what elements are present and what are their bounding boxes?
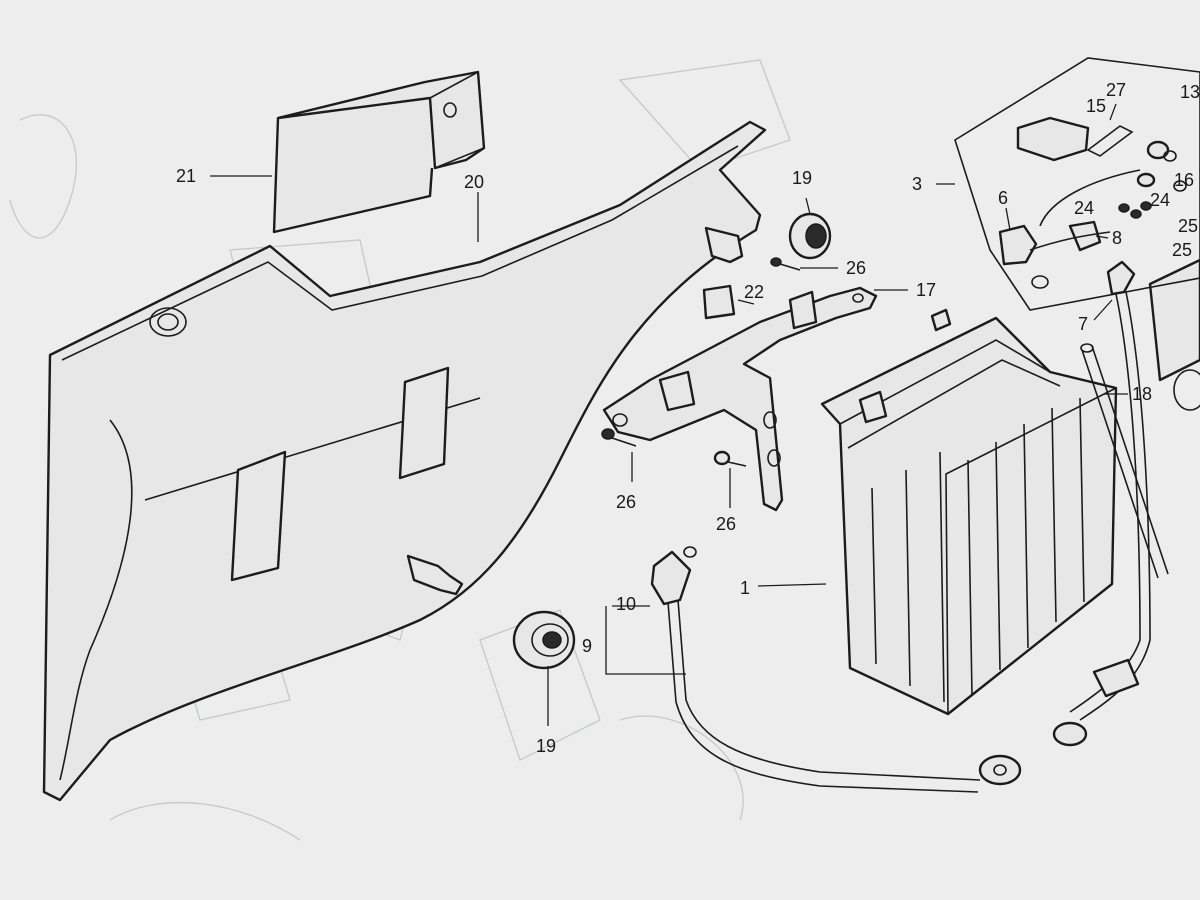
callout-7: 7 (1078, 314, 1088, 334)
callout-15: 15 (1086, 96, 1106, 116)
grommet-top-part (788, 212, 832, 260)
battery-cable-part (650, 546, 1022, 793)
starter-cable-part (1052, 258, 1200, 747)
callout-25-b: 25 (1172, 240, 1192, 260)
callout-labels: 21 20 19 26 22 17 26 26 1 10 9 19 18 7 3… (176, 80, 1200, 756)
starter-relay-assembly-part (954, 57, 1200, 311)
callout-10: 10 (616, 594, 636, 614)
battery-bracket-part (602, 286, 878, 512)
callout-21: 21 (176, 166, 196, 186)
callout-9: 9 (582, 636, 592, 656)
bolt-top-part (770, 257, 801, 271)
callout-26-mid: 26 (716, 514, 736, 534)
callout-26-top: 26 (846, 258, 866, 278)
callout-24-a: 24 (1074, 198, 1094, 218)
battery-part (820, 308, 1118, 716)
leader-lines (210, 103, 1128, 726)
breather-tube-part (1080, 343, 1169, 579)
callout-3: 3 (912, 174, 922, 194)
callout-18: 18 (1132, 384, 1152, 404)
callout-19-bottom: 19 (536, 736, 556, 756)
callout-6: 6 (998, 188, 1008, 208)
bolt-mid-part (713, 450, 747, 467)
callout-8: 8 (1112, 228, 1122, 248)
callout-25-a: 25 (1178, 216, 1198, 236)
callout-20: 20 (464, 172, 484, 192)
callout-24-b: 24 (1150, 190, 1170, 210)
callout-27: 27 (1106, 80, 1126, 100)
callout-19-top: 19 (792, 168, 812, 188)
callout-22: 22 (744, 282, 764, 302)
tool-pouch-part (272, 70, 486, 234)
grommet-bottom-part (512, 610, 576, 670)
callout-13: 13 (1180, 82, 1200, 102)
callout-1: 1 (740, 578, 750, 598)
rubber-pad-part (702, 284, 736, 320)
callout-26-left: 26 (616, 492, 636, 512)
bolt-left-part (601, 428, 637, 447)
callout-17: 17 (916, 280, 936, 300)
callout-16: 16 (1174, 170, 1194, 190)
side-cover-part (42, 120, 767, 802)
